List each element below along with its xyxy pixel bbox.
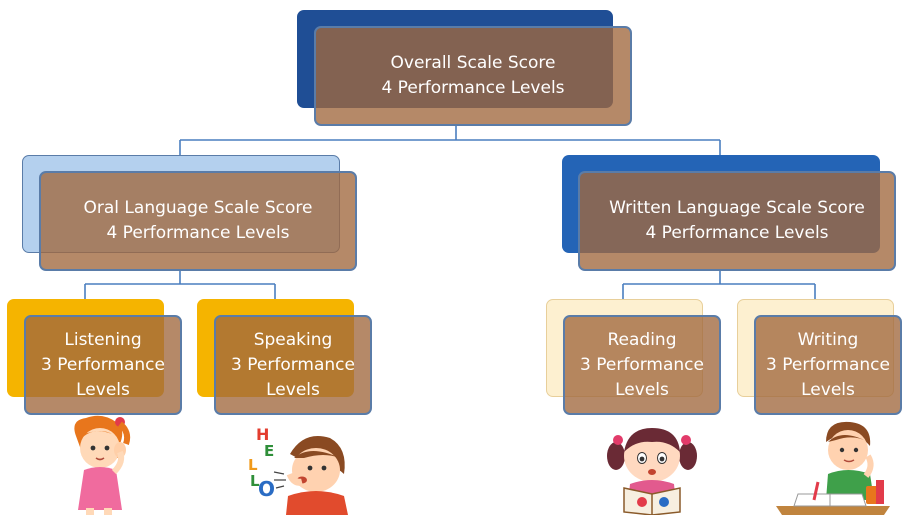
- hello-letter-l1: L: [248, 456, 258, 474]
- speaking-levels-line1: 3 Performance: [231, 354, 355, 375]
- reading-box: Reading 3 Performance Levels: [563, 315, 721, 415]
- hello-letter-e: E: [264, 442, 274, 460]
- overall-scale-score-box: Overall Scale Score 4 Performance Levels: [314, 26, 632, 126]
- overall-levels: 4 Performance Levels: [381, 78, 565, 98]
- listening-levels-line1: 3 Performance: [41, 354, 165, 375]
- writing-boy-illustration: [776, 421, 890, 515]
- written-language-scale-score-box: Written Language Scale Score 4 Performan…: [578, 171, 896, 271]
- listening-box: Listening 3 Performance Levels: [24, 315, 182, 415]
- reading-levels-line1: 3 Performance: [580, 354, 704, 375]
- speaking-box: Speaking 3 Performance Levels: [214, 315, 372, 415]
- reading-title: Reading: [607, 329, 677, 350]
- writing-box: Writing 3 Performance Levels: [754, 315, 902, 415]
- speaking-boy-illustration: H E L L O: [248, 425, 348, 515]
- listening-title: Listening: [64, 329, 142, 350]
- written-title: Written Language Scale Score: [609, 198, 865, 218]
- speaking-title: Speaking: [253, 329, 333, 350]
- written-levels: 4 Performance Levels: [645, 223, 829, 243]
- hello-letter-h: H: [256, 425, 269, 444]
- oral-levels: 4 Performance Levels: [106, 223, 290, 243]
- listening-girl-illustration: [74, 415, 131, 515]
- oral-title: Oral Language Scale Score: [83, 198, 313, 218]
- hello-letter-l2: L: [250, 472, 260, 490]
- listening-levels-line2: Levels: [76, 379, 130, 400]
- oral-language-scale-score-box: Oral Language Scale Score 4 Performance …: [39, 171, 357, 271]
- speaking-levels-line2: Levels: [266, 379, 320, 400]
- writing-title: Writing: [797, 329, 859, 350]
- reading-girl-illustration: [607, 428, 697, 515]
- writing-levels-line1: 3 Performance: [766, 354, 890, 375]
- reading-levels-line2: Levels: [615, 379, 669, 400]
- overall-title: Overall Scale Score: [390, 53, 556, 73]
- writing-levels-line2: Levels: [801, 379, 855, 400]
- hello-letter-o: O: [258, 477, 275, 501]
